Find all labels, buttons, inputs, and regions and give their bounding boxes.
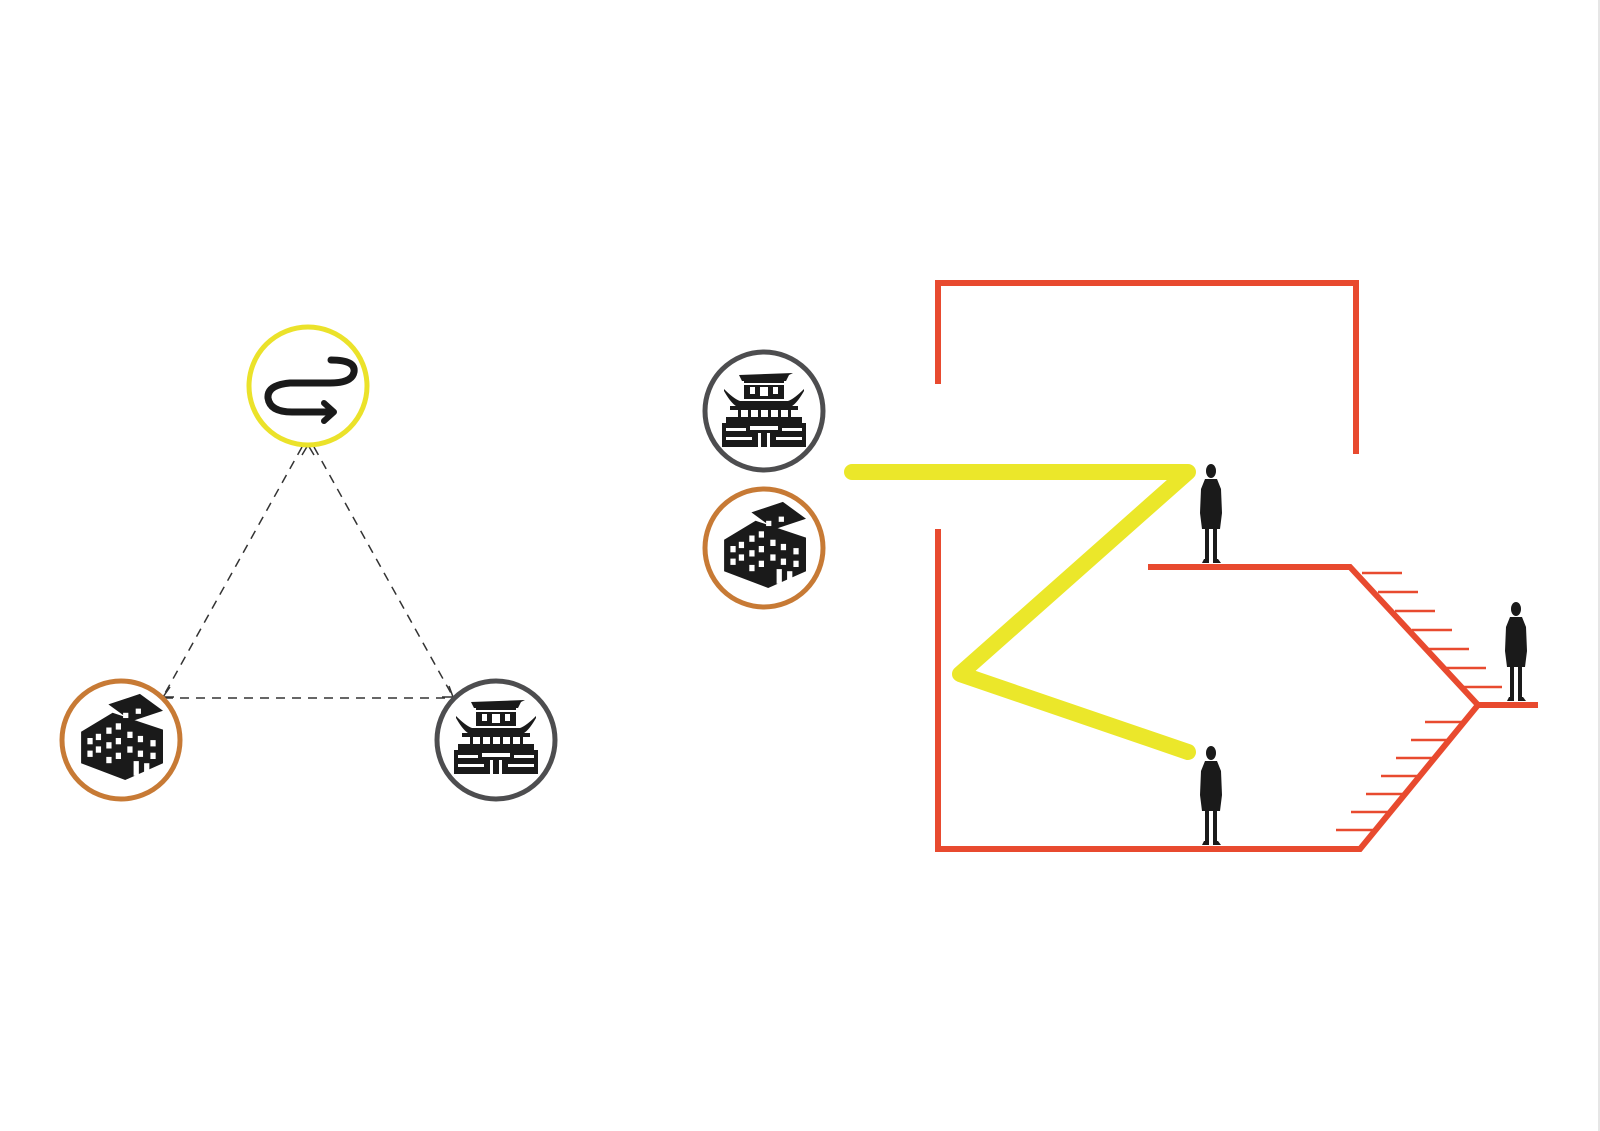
people <box>1200 464 1527 845</box>
traditional-pavilion-node <box>434 678 558 802</box>
circulation-path <box>844 464 1196 760</box>
winding-route-arrow-icon <box>264 356 358 416</box>
page-edge-line <box>1598 0 1600 1131</box>
stair-treads <box>1336 571 1502 832</box>
dashed-connector-top-right <box>313 446 453 696</box>
legend-pavilion <box>702 349 826 473</box>
route-node <box>246 324 370 448</box>
relationship-triangle <box>161 443 455 699</box>
modern-building-node <box>59 678 183 802</box>
dashed-connector-top-left <box>163 446 303 696</box>
section-frame <box>935 280 1538 852</box>
arrowhead-bottom-left <box>161 686 174 698</box>
legend-icons <box>702 349 826 610</box>
frame-top <box>935 280 1359 454</box>
route-arrowhead <box>321 400 337 424</box>
standing-person-icon <box>1200 464 1222 563</box>
standing-person-icon <box>1200 746 1222 845</box>
standing-person-icon <box>1505 602 1527 701</box>
legend-building <box>702 486 826 610</box>
